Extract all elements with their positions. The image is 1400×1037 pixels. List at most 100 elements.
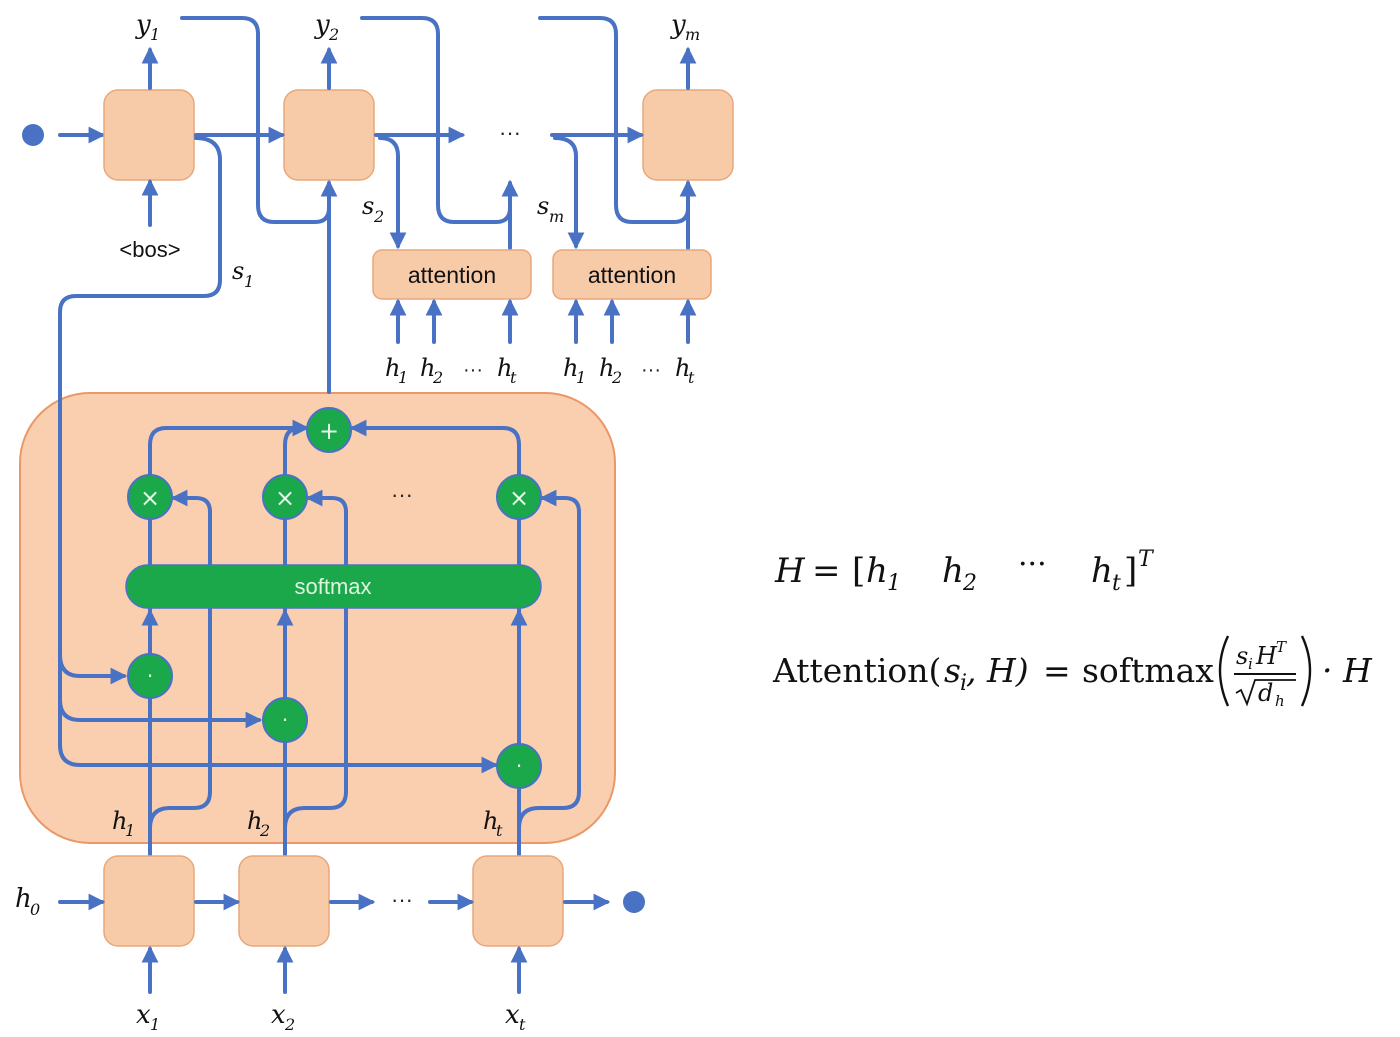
svg-text:m: m — [685, 25, 700, 44]
label-s2: s 2 — [362, 192, 384, 226]
mul1-to-plus — [148, 419, 310, 477]
svg-text:1: 1 — [398, 368, 408, 387]
sm-wire — [553, 136, 585, 250]
svg-text:···: ··· — [641, 359, 661, 381]
mul2-to-plus — [283, 426, 302, 477]
multiply-symbol-2: × — [275, 484, 295, 512]
svg-text:h: h — [497, 354, 512, 382]
multiply-node-t — [496, 474, 542, 520]
encoder-ellipsis: ··· — [391, 887, 413, 912]
svg-text:1: 1 — [150, 25, 160, 44]
attn2-inputs-labels: h 1 h 2 ··· h t — [385, 354, 517, 387]
output-ym: y m — [670, 10, 700, 44]
plus-symbol: + — [319, 417, 339, 445]
y2-feedback-wire — [360, 16, 519, 224]
encoder-cell-t — [472, 855, 564, 947]
svg-text:h: h — [1275, 692, 1285, 710]
svg-text:h: h — [420, 354, 435, 382]
svg-text:h: h — [247, 807, 262, 835]
equation-attention: Attention( s i , H) = softmax s i H T d … — [772, 635, 1373, 710]
svg-text:x: x — [271, 1000, 286, 1030]
s1-branch-2 — [58, 698, 263, 729]
svg-text:h: h — [866, 551, 888, 591]
bos-token: <bos> — [119, 237, 180, 262]
svg-text:h: h — [385, 354, 400, 382]
attention-box-2 — [372, 249, 532, 300]
s2-wire — [378, 136, 407, 250]
attention-label-2: attention — [408, 262, 496, 288]
softmax-bar — [125, 564, 542, 609]
label-xt: x t — [505, 1000, 526, 1034]
decoder-start-dot — [22, 124, 44, 146]
svg-text:y: y — [670, 10, 686, 40]
ym-feedback-wire — [538, 16, 697, 224]
block-ht-label: h t — [483, 807, 503, 840]
svg-text:h: h — [942, 551, 964, 591]
svg-text:1: 1 — [125, 821, 135, 840]
label-s1: s 1 — [232, 257, 254, 291]
svg-text:h: h — [112, 807, 127, 835]
svg-text:···: ··· — [1018, 547, 1047, 582]
svg-text:2: 2 — [284, 1015, 295, 1034]
svg-text:i: i — [1248, 655, 1253, 673]
svg-text:=: = — [1043, 651, 1071, 690]
encoder-cell-2 — [238, 855, 330, 947]
multiply-symbol-t: × — [509, 484, 529, 512]
output-y2: y 2 — [314, 10, 339, 44]
multiply-symbol-1: × — [140, 484, 160, 512]
svg-text:=: = — [812, 551, 841, 591]
svg-text:t: t — [688, 368, 695, 387]
svg-text:[: [ — [852, 551, 865, 591]
dot-node-1 — [127, 653, 173, 699]
svg-text:h: h — [675, 354, 690, 382]
attention-label-m: attention — [588, 262, 676, 288]
svg-text:1: 1 — [576, 368, 586, 387]
softmax-label: softmax — [294, 574, 371, 599]
svg-text:s: s — [944, 651, 961, 690]
svg-text:0: 0 — [30, 900, 40, 919]
svg-text:t: t — [510, 368, 517, 387]
svg-text:]: ] — [1124, 551, 1137, 591]
svg-text:s: s — [232, 257, 244, 285]
svg-text:Attention(: Attention( — [772, 651, 941, 690]
y1-feedback-wire — [180, 16, 338, 224]
svg-text:2: 2 — [611, 368, 622, 387]
attnm-inputs-labels: h 1 h 2 ··· h t — [563, 354, 695, 387]
s1-wire — [58, 136, 499, 774]
svg-text:T: T — [1276, 638, 1287, 656]
svg-text:h: h — [563, 354, 578, 382]
decoder-cell-1 — [103, 89, 195, 181]
dot-node-2 — [262, 697, 308, 743]
h1-branch-multiply — [148, 489, 212, 830]
block-h1-label: h 1 — [112, 807, 135, 840]
label-x1: x 1 — [136, 1000, 160, 1034]
multiply-ellipsis: ··· — [391, 482, 413, 507]
svg-text:1: 1 — [887, 571, 901, 596]
svg-text:2: 2 — [432, 368, 443, 387]
svg-text:· H: · H — [1322, 651, 1373, 690]
multiply-node-2 — [262, 474, 308, 520]
svg-text:s: s — [362, 192, 374, 220]
svg-text:t: t — [519, 1015, 526, 1034]
h2-branch-multiply — [283, 489, 348, 830]
svg-text:2: 2 — [962, 571, 977, 596]
block-h2-label: h 2 — [247, 807, 270, 840]
svg-text:h: h — [1091, 551, 1113, 591]
svg-text:m: m — [549, 207, 564, 226]
svg-text:x: x — [505, 1000, 520, 1030]
label-sm: s m — [537, 192, 564, 226]
svg-text:h: h — [483, 807, 498, 835]
svg-text:1: 1 — [244, 272, 254, 291]
encoder-end-dot — [623, 891, 645, 913]
svg-text:···: ··· — [463, 359, 483, 381]
decoder-cell-2 — [283, 89, 375, 181]
attention-box-m — [552, 249, 712, 300]
decoder-ellipsis: ··· — [499, 120, 521, 145]
svg-text:2: 2 — [373, 207, 384, 226]
svg-text:T: T — [1138, 547, 1155, 572]
svg-text:2: 2 — [328, 25, 339, 44]
svg-text:H: H — [1255, 642, 1278, 670]
s1-branch-1 — [58, 653, 128, 685]
label-x2: x 2 — [271, 1000, 295, 1034]
